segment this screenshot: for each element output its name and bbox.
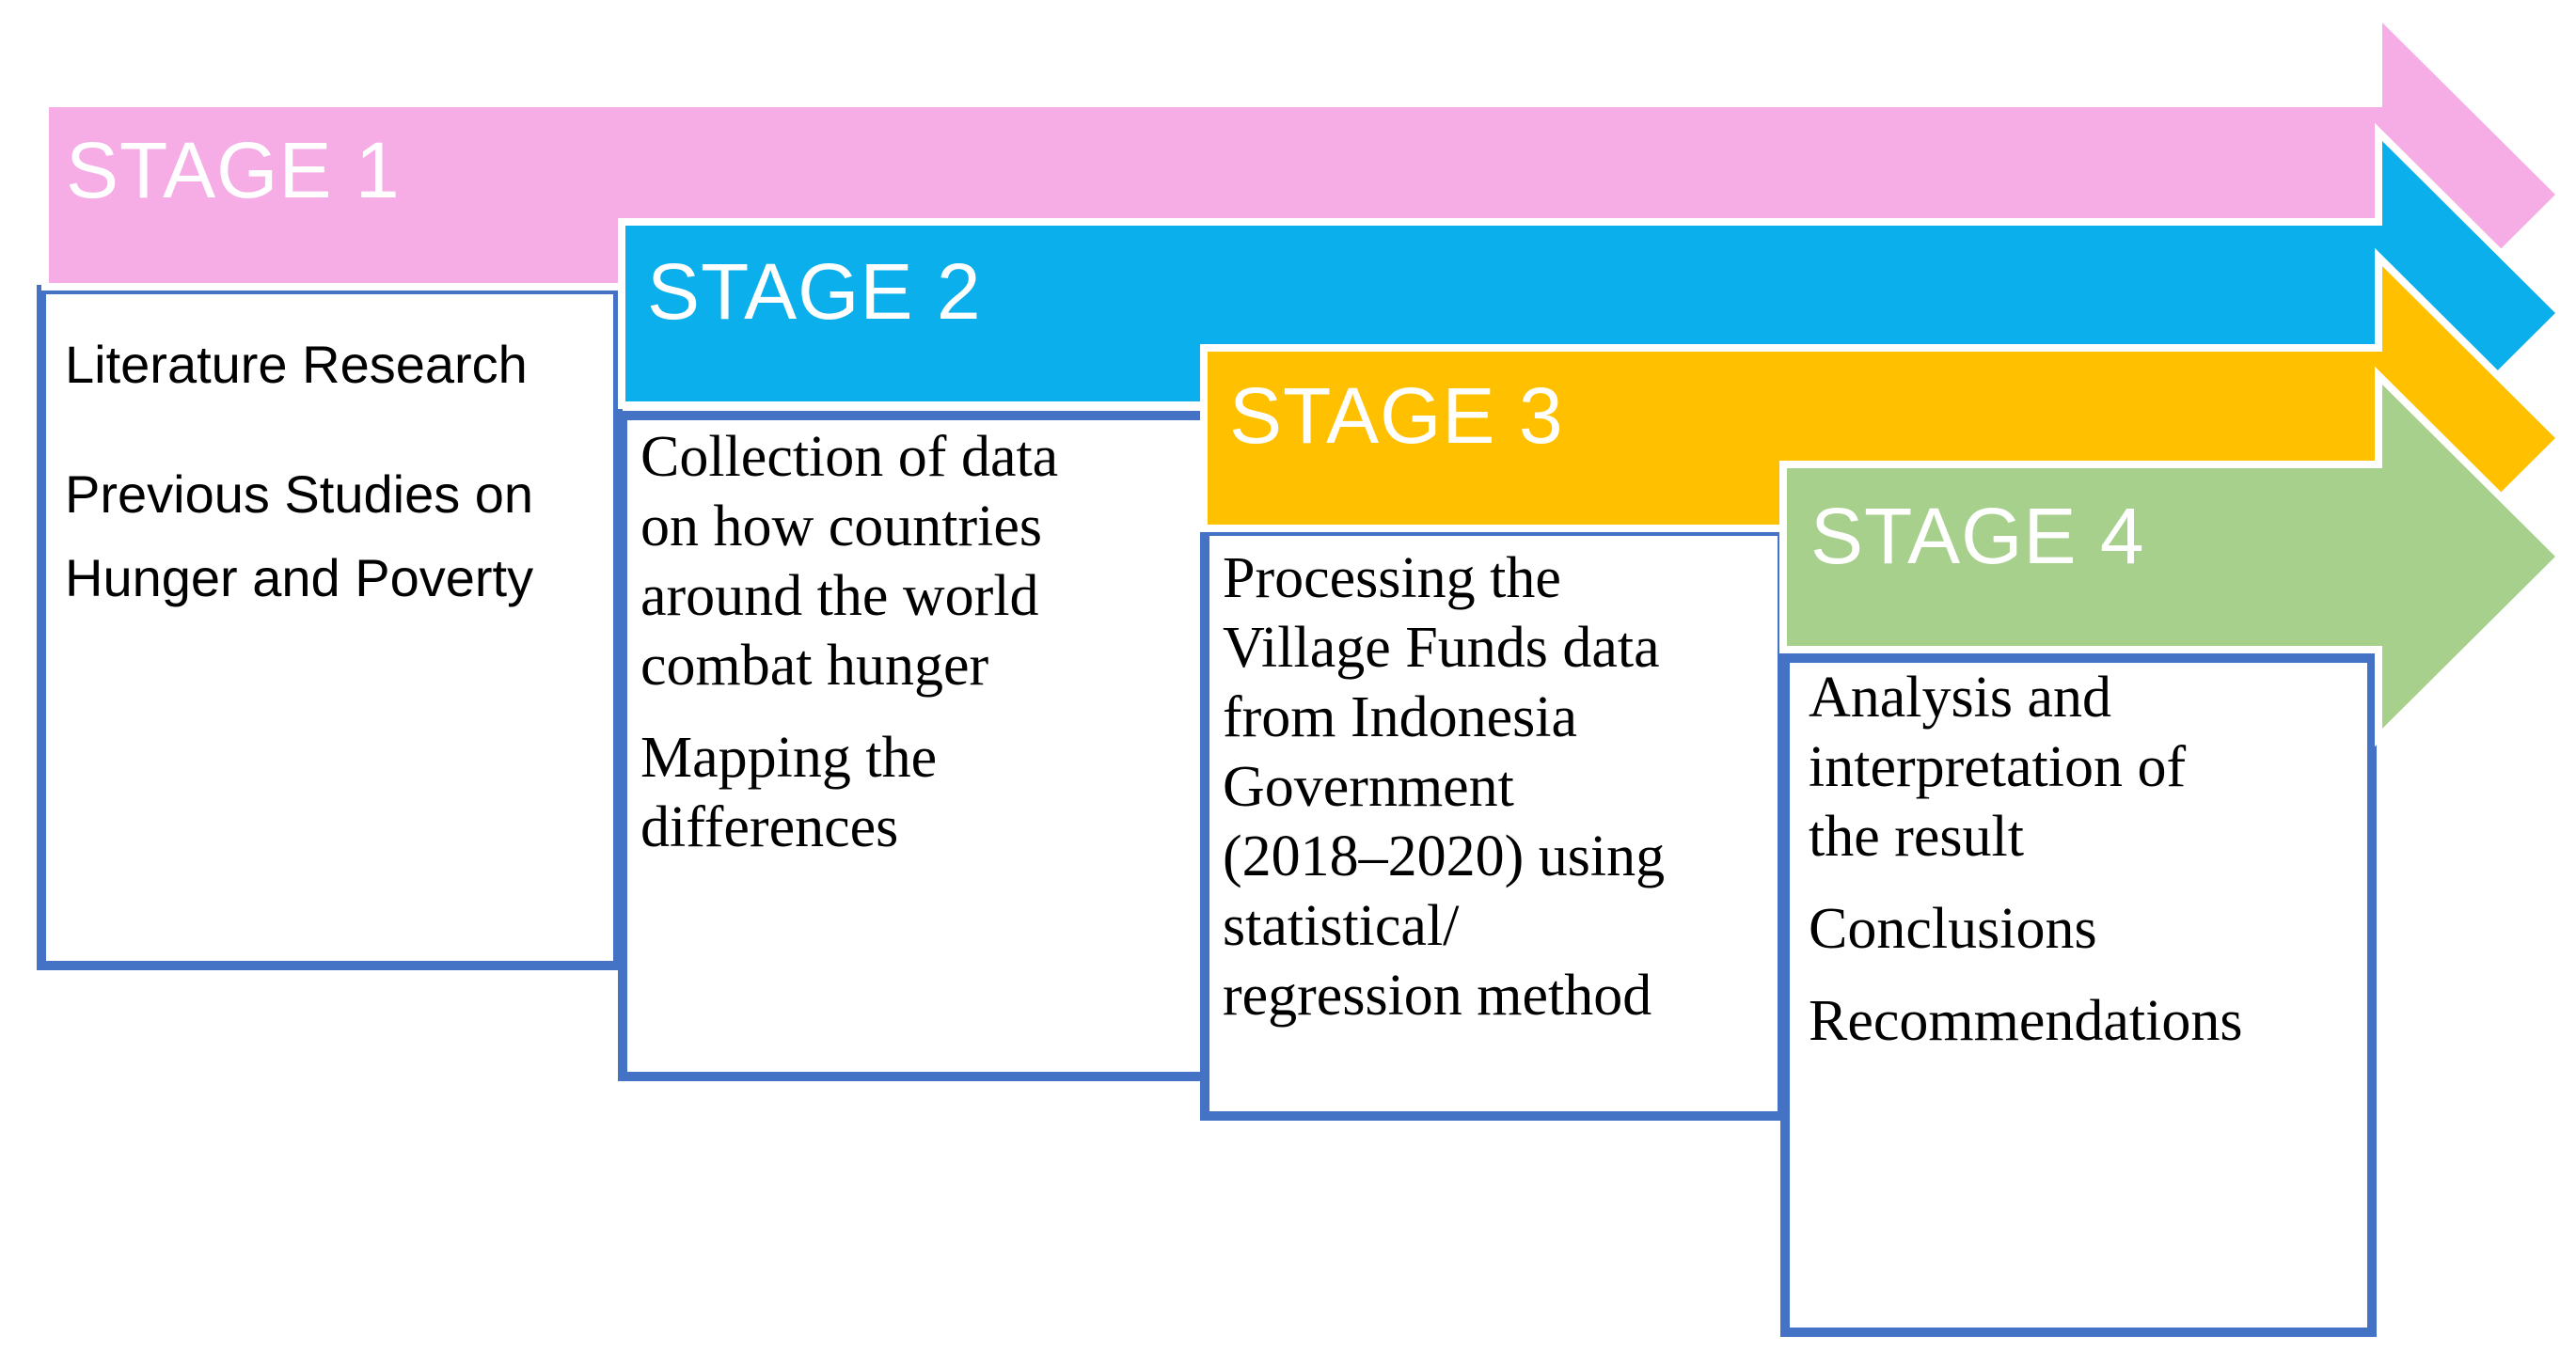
stage-1-paragraph: Literature Research [65,335,528,394]
stage-1-paragraph: Previous Studies on Hunger and Poverty [65,464,534,607]
stage-1-label: STAGE 1 [66,126,401,214]
stage-4-paragraph: Analysis and interpretation of the resul… [1809,666,2187,869]
stage-4-paragraph: Recommendations [1809,989,2243,1053]
stage-4-detail-box: Analysis and interpretation of the resul… [1780,653,2377,1337]
stage-2-paragraph: Mapping the differences [640,726,938,859]
stage-1-detail-box: Literature Research Previous Studies on … [37,285,623,970]
stage-2-label: STAGE 2 [647,247,982,336]
stage-2-detail-box: Collection of data on how countries arou… [618,411,1213,1081]
stage-3-label: STAGE 3 [1229,371,1564,460]
stage-2-paragraph: Collection of data on how countries arou… [640,425,1059,698]
stage-3-detail-box: Processing the Village Funds data from I… [1200,526,1787,1121]
stage-4-label: STAGE 4 [1810,492,2145,580]
stage-4-paragraph: Conclusions [1809,897,2097,961]
stage-3-paragraph: Processing the Village Funds data from I… [1223,546,1666,1028]
